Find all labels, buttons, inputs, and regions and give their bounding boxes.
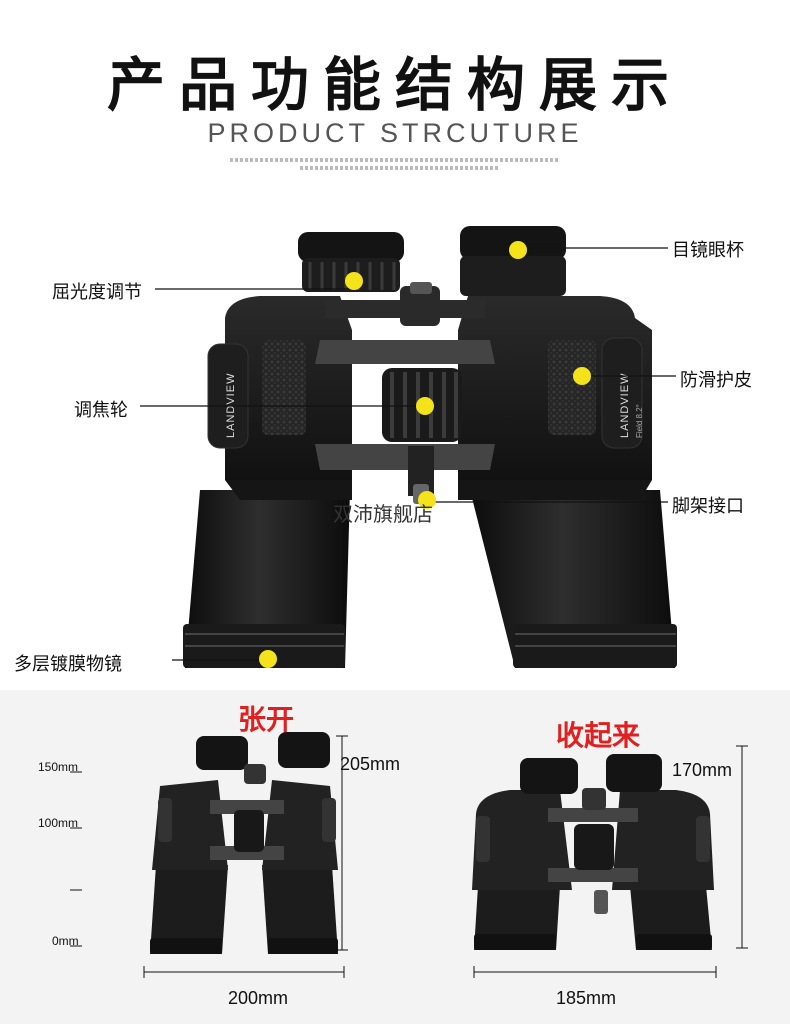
watermark: 双沛旗舰店 — [333, 502, 433, 526]
marker-objective — [259, 650, 277, 668]
scale-label-0: 0mm — [52, 934, 79, 948]
marker-focus-wheel — [416, 397, 434, 415]
size-comparison: 150mm 100mm 0mm 张开 收起来 205mm 170mm 200mm… — [0, 690, 790, 1024]
scale-label-100: 100mm — [38, 816, 79, 830]
decor-line — [300, 166, 500, 170]
page-subtitle: PRODUCT STRCUTURE — [207, 118, 583, 148]
marker-tripod — [418, 491, 436, 509]
brand-text-left: LANDVIEW — [225, 373, 237, 438]
marker-eyecup — [509, 241, 527, 259]
page-title: 产品功能结构展示 — [106, 51, 683, 119]
marker-diopter — [345, 272, 363, 290]
comparison-illustration — [70, 732, 748, 978]
callout-anti-slip: 防滑护皮 — [680, 370, 752, 391]
callout-diopter: 屈光度调节 — [52, 282, 142, 303]
closed-state-label: 收起来 — [556, 719, 641, 752]
marker-anti-slip — [573, 367, 591, 385]
callout-tripod: 脚架接口 — [672, 496, 744, 517]
open-state-label: 张开 — [238, 703, 295, 736]
callout-objective: 多层镀膜物镜 — [14, 654, 122, 675]
binocular-illustration: LANDVIEW LANDVIEW Field 8.2° — [140, 226, 677, 668]
callout-eyecup: 目镜眼杯 — [672, 240, 744, 261]
decor-line — [230, 158, 560, 162]
open-height-label: 205mm — [340, 754, 401, 774]
closed-width-label: 185mm — [556, 988, 617, 1008]
brand-text-right: LANDVIEW — [619, 373, 631, 438]
open-width-label: 200mm — [228, 988, 289, 1008]
closed-height-label: 170mm — [672, 760, 733, 780]
callout-focus-wheel: 调焦轮 — [74, 400, 128, 421]
spec-text: Field 8.2° — [635, 404, 644, 438]
scale-label-150: 150mm — [38, 760, 79, 774]
